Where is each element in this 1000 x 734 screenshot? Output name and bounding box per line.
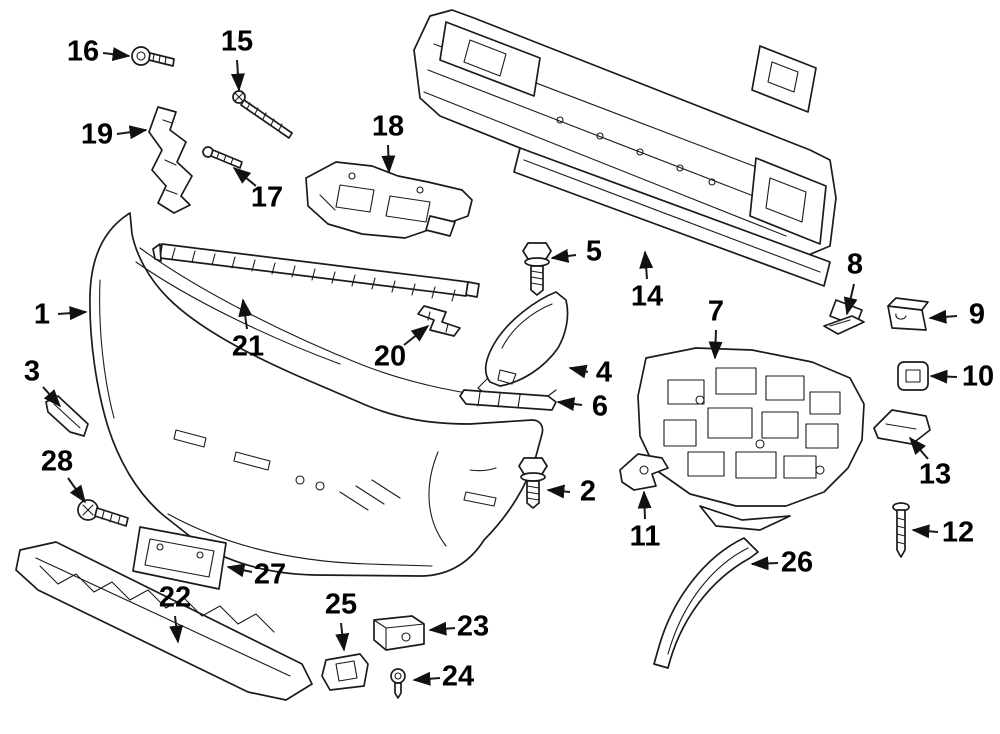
callout-label-18[interactable]: 18 [371,110,405,143]
side-bracket-drawing [148,106,193,214]
callout-label-11[interactable]: 11 [629,520,661,553]
hex-bolt-2-drawing [518,457,548,509]
callout-label-21[interactable]: 21 [231,330,265,363]
callout-label-20[interactable]: 20 [373,340,407,373]
corner-bracket-drawing [477,291,569,395]
callout-label-8[interactable]: 8 [846,248,864,281]
rivet-drawing [390,668,406,699]
callout-label-5[interactable]: 5 [585,235,603,268]
small-screw-17-drawing [202,146,243,169]
wheel-arch-trim-drawing [653,537,759,669]
callout-label-25[interactable]: 25 [324,588,358,621]
callout-label-16[interactable]: 16 [66,35,100,68]
mount-bracket-drawing [873,409,931,445]
screw-28-drawing [77,499,129,527]
callout-label-10[interactable]: 10 [961,360,995,393]
callout-label-3[interactable]: 3 [23,355,41,388]
callout-label-13[interactable]: 13 [918,458,952,491]
carrier-panel-drawing [637,347,865,531]
hex-bolt-16-drawing [131,46,175,67]
callout-label-19[interactable]: 19 [80,118,114,151]
callout-label-17[interactable]: 17 [250,181,284,214]
callout-label-14[interactable]: 14 [630,280,664,313]
sensor-box-drawing [373,615,425,651]
lower-deflector-drawing [15,541,313,701]
retainer-clip-drawing [887,297,929,331]
side-strip-drawing [45,395,89,437]
center-bracket-drawing [305,161,473,239]
license-plate-bracket-drawing [132,526,227,590]
trim-strip-drawing [459,389,557,411]
callout-label-15[interactable]: 15 [220,25,254,58]
spring-clip-drawing [417,305,461,337]
hex-bolt-5-drawing [522,242,552,296]
long-screw-15-drawing [232,90,293,139]
callout-label-2[interactable]: 2 [579,475,597,508]
callout-label-26[interactable]: 26 [780,546,814,579]
callout-label-23[interactable]: 23 [456,610,490,643]
upper-support-strip-drawing [152,243,480,302]
small-bracket-drawing [619,453,669,491]
callout-label-9[interactable]: 9 [968,298,986,331]
callout-label-22[interactable]: 22 [158,581,192,614]
callout-label-12[interactable]: 12 [941,516,975,549]
callout-label-1[interactable]: 1 [33,298,51,331]
callout-label-6[interactable]: 6 [591,390,609,423]
callout-label-4[interactable]: 4 [595,356,613,389]
callout-label-24[interactable]: 24 [441,660,475,693]
callout-label-7[interactable]: 7 [707,295,725,328]
small-plate-drawing [823,315,865,335]
sensor-bracket-drawing [321,653,369,691]
callout-label-28[interactable]: 28 [40,445,74,478]
long-screw-12-drawing [892,502,910,558]
front-bumper-cover-drawing [89,212,544,577]
impact-bar-drawing [413,9,863,327]
grommet-drawing [897,361,929,391]
callout-label-27[interactable]: 27 [253,558,287,591]
